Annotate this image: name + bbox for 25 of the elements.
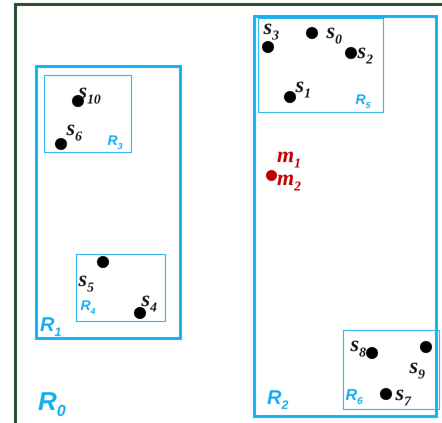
point-label: s$_{0}$	[326, 20, 342, 46]
region-rectangle	[35, 65, 182, 340]
region-rectangle	[44, 75, 132, 153]
point-label: s$_{3}$	[264, 16, 279, 42]
point-label: s$_{5}$	[78, 268, 94, 294]
point-label: s$_{6}$	[66, 116, 82, 143]
point-label: s$_{4}$	[142, 288, 157, 314]
region-label: R$_{3}$	[108, 132, 122, 150]
point-label: s$_{2}$	[358, 40, 373, 66]
region-label: R$_{4}$	[80, 298, 96, 315]
region-rectangle	[343, 330, 440, 410]
region-label: R$_{0}$	[38, 388, 66, 420]
point-label: s$_{10}$	[78, 80, 101, 106]
region-label: R$_{2}$	[267, 388, 288, 412]
region-label: R$_{5}$	[356, 92, 370, 109]
region-rectangle	[14, 3, 442, 423]
point-label: s$_{1}$	[296, 74, 311, 100]
point-label: s$_{8}$	[350, 332, 366, 359]
region-rectangle	[258, 18, 384, 113]
point-label: s$_{7}$	[396, 382, 411, 408]
region-label: R$_{6}$	[346, 388, 363, 407]
region-label: R$_{1}$	[40, 315, 62, 338]
region-rectangle	[253, 15, 438, 418]
point-label: s$_{9}$	[410, 354, 425, 381]
region-rectangle	[76, 254, 166, 322]
